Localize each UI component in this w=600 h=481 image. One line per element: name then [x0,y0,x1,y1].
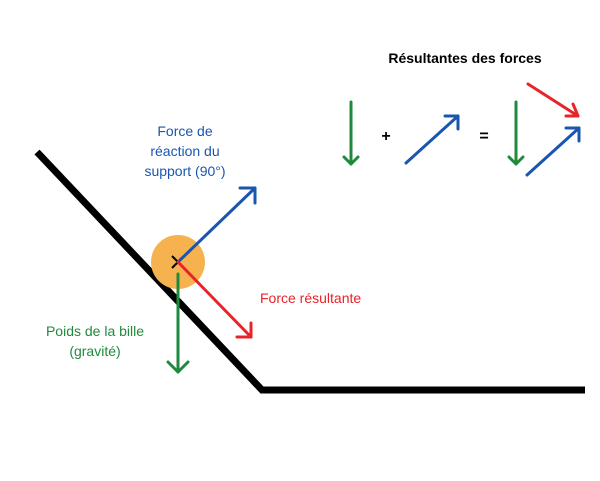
resultant-force-label: Force résultante [260,290,362,306]
summary-result-weight-arrow [507,100,525,166]
reaction-force-label: Force de réaction du support (90°) [110,121,260,181]
reaction-label-line-1: Force de [157,123,213,139]
equals-operator: = [479,128,489,145]
weight-label-line-1: Poids de la bille [45,323,145,339]
reaction-label-line-2: réaction du [150,143,220,159]
summary-weight-arrow [342,100,360,166]
summary-result-resultant-arrow [526,82,580,118]
summary-title: Résultantes des forces [388,50,542,66]
weight-label: Poids de la bille (gravité) [30,321,160,361]
weight-label-line-2: (gravité) [69,343,121,359]
weight-arrow [166,272,190,374]
plus-operator: + [381,128,391,145]
summary-result-reaction-arrow [525,126,581,177]
reaction-arrow [176,186,257,264]
inclined-surface [34,149,585,394]
resultant-arrow [176,260,253,339]
summary-reaction-arrow [404,114,460,165]
reaction-label-line-3: support (90°) [144,163,226,179]
